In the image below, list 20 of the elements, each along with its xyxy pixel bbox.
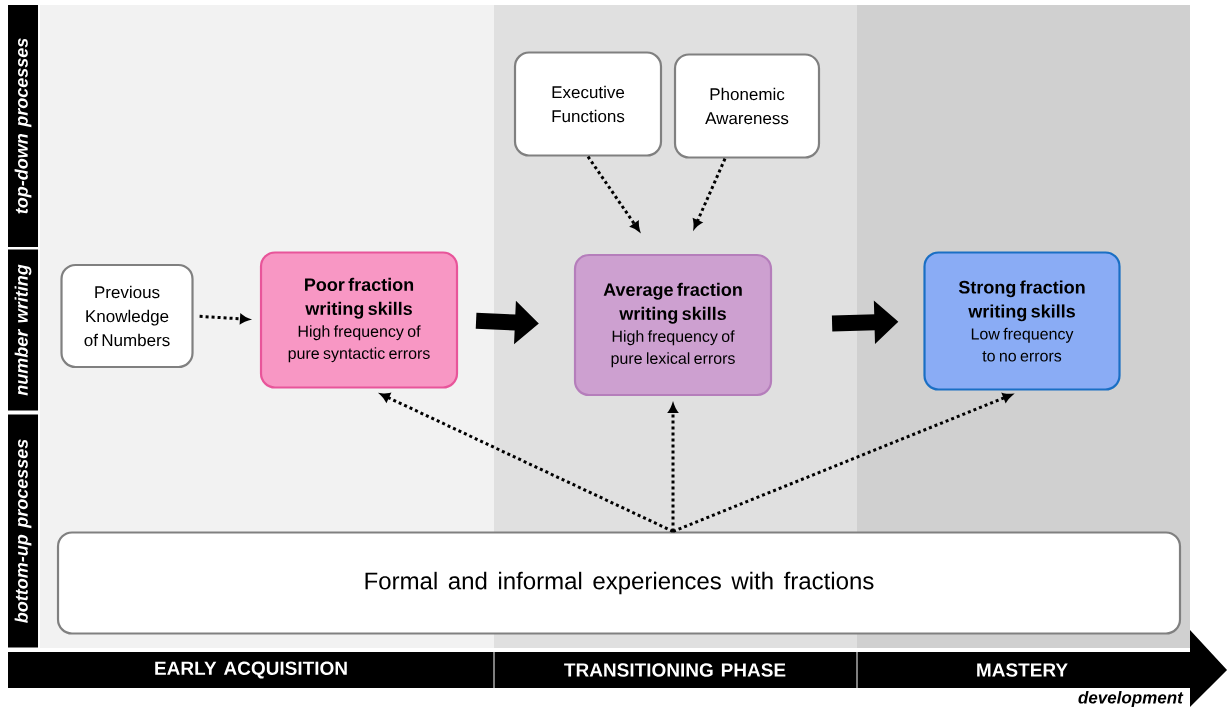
dotted-arrow	[693, 158, 727, 229]
stage-box: Strong fraction writing skills Low frequency to no errors	[923, 251, 1121, 391]
experience-box: Formal and informal experiences with fractions	[56, 531, 1182, 635]
dotted-arrow	[380, 393, 674, 533]
side-band-label: bottom-up processes	[8, 414, 38, 648]
phase-label: MASTERY	[977, 663, 1068, 677]
dotted-arrow	[668, 403, 678, 532]
stage-box: Poor fraction writing skills High frequency of pure syntactic errors	[259, 251, 459, 389]
phase-label: TRANSITIONING PHASE	[564, 663, 786, 677]
dotted-arrow	[672, 393, 1013, 533]
side-band-label: top-down processes	[8, 5, 38, 247]
axis-label: development	[1078, 691, 1184, 707]
stage-box: Average fraction writing skills High frequency of pure lexical errors	[573, 253, 773, 397]
concept-box: Previous Knowledge of Numbers	[60, 263, 194, 369]
concept-box: Executive Functions	[513, 51, 663, 157]
side-band-label: number writing	[8, 249, 38, 411]
concept-box: Phonemic Awareness	[673, 53, 821, 159]
dotted-arrow	[199, 314, 250, 324]
dotted-arrow	[586, 155, 640, 232]
phase-label: EARLY ACQUISITION	[155, 661, 347, 679]
